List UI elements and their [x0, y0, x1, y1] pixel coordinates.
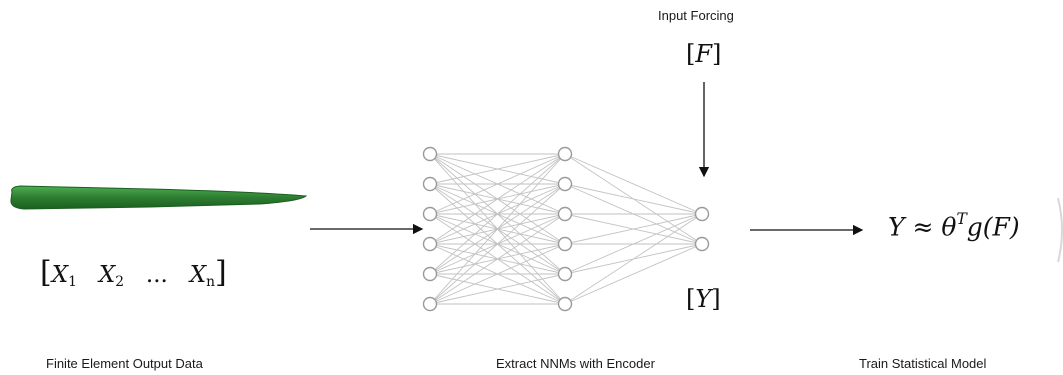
network-node: [557, 266, 573, 282]
train-model-caption: Train Statistical Model: [859, 356, 987, 371]
input-forcing-label: Input Forcing: [658, 8, 734, 23]
network-edges: [429, 153, 703, 305]
network-node: [422, 206, 438, 222]
network-edge: [429, 243, 566, 305]
network-node: [422, 296, 438, 312]
statistical-model-equation: Y ≈ θTg(F): [888, 210, 1020, 242]
network-edge: [429, 153, 566, 215]
extract-nnms-caption: Extract NNMs with Encoder: [496, 356, 655, 371]
network-node: [557, 296, 573, 312]
network-node: [557, 206, 573, 222]
network-node: [422, 146, 438, 162]
fe-data-vector: [X1 X2 ... Xn]: [40, 255, 227, 291]
edge-curve: [1057, 197, 1063, 263]
turbine-blade-icon: [10, 185, 308, 210]
network-edge: [429, 213, 566, 305]
network-node: [557, 176, 573, 192]
network-node: [557, 236, 573, 252]
forcing-vector: [F]: [686, 40, 722, 68]
network-edge: [564, 153, 703, 215]
network-edge: [429, 153, 566, 185]
network-edge: [564, 183, 703, 215]
network-node: [422, 266, 438, 282]
network-node: [557, 146, 573, 162]
network-edge: [429, 153, 566, 275]
network-node: [422, 176, 438, 192]
network-edge: [429, 153, 566, 245]
network-node: [422, 236, 438, 252]
network-edge: [564, 213, 703, 305]
network-edge: [429, 273, 566, 305]
latent-vector: [Y]: [686, 285, 721, 313]
network-edge: [564, 243, 703, 305]
network-edge: [564, 213, 703, 275]
network-nodes: [422, 146, 710, 312]
network-node: [694, 236, 710, 252]
network-node: [694, 206, 710, 222]
network-edge: [429, 153, 566, 305]
network-edge: [429, 183, 566, 305]
network-edge: [564, 213, 703, 245]
fe-output-caption: Finite Element Output Data: [46, 356, 203, 371]
